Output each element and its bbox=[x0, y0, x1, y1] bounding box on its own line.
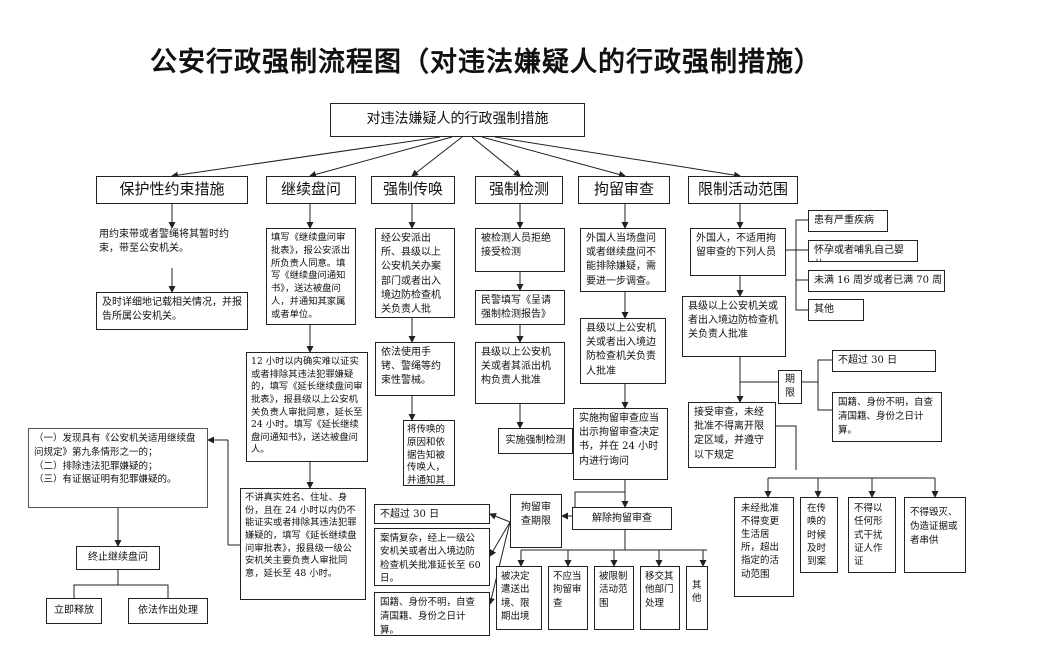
termination-conditions: （一）发现具有《公安机关适用继续盘问规定》第九条情形之一的； （二）排除违法犯罪… bbox=[28, 428, 208, 508]
restriction-step-1: 外国人，不适用拘留审查的下列人员 bbox=[690, 228, 786, 276]
rule-no-evidence-tampering: 不得毁灭、伪造证据或者串供 bbox=[904, 497, 966, 573]
questioning-step-2: 12 小时以内确实难以证实或者排除其违法犯罪嫌疑的，填写《延长继续盘问审批表》，… bbox=[246, 352, 368, 462]
rule-attend-summons: 在传唤的时候及时到案 bbox=[800, 497, 838, 573]
root-node: 对违法嫌疑人的行政强制措施 bbox=[330, 103, 585, 137]
detention-step-1: 外国人当场盘问或者继续盘问不能排除嫌疑，需要进一步调查。 bbox=[580, 228, 666, 292]
restriction-period: 期限 bbox=[778, 370, 802, 404]
restriction-limit-30: 不超过 30 日 bbox=[832, 350, 936, 372]
detention-complex-case: 案情复杂，经上一级公安机关或者出入境边防检查机关批准延长至 60 日。 bbox=[374, 528, 490, 586]
testing-step-1: 被检测人员拒绝接受检测 bbox=[475, 228, 565, 272]
outcome-restricted: 被限制活动范围 bbox=[594, 566, 634, 630]
testing-step-3: 县级以上公安机关或者其派出机构负责人批准 bbox=[475, 342, 565, 404]
outcome-other: 其他 bbox=[686, 566, 708, 630]
outcome-not-detain: 不应当拘留审查 bbox=[548, 566, 588, 630]
detention-period: 拘留审查期限 bbox=[510, 494, 562, 548]
terminate-questioning: 终止继续盘问 bbox=[76, 546, 160, 570]
testing-step-4: 实施强制检测 bbox=[498, 428, 573, 454]
summons-step-2: 依法使用手铐、警绳等约束性警械。 bbox=[375, 342, 455, 396]
questioning-step-3: 不讲真实姓名、住址、身份，且在 24 小时以内仍不能证实或者排除其违法犯罪嫌疑的… bbox=[240, 488, 366, 600]
rule-no-witness-interference: 不得以任何形式干扰证人作证 bbox=[848, 497, 896, 573]
category-compulsory-summons: 强制传唤 bbox=[371, 176, 455, 204]
detention-nationality: 国籍、身份不明，自查清国籍、身份之日计算。 bbox=[374, 592, 490, 636]
restriction-step-3: 接受审查，未经批准不得离开限定区域，并遵守以下规定 bbox=[688, 402, 776, 468]
category-protective-restraint: 保护性约束措施 bbox=[96, 176, 248, 204]
questioning-step-1: 填写《继续盘问审批表》，报公安派出所负责人同意。填写《继续盘问通知书》，送达被盘… bbox=[266, 228, 356, 325]
detention-step-2: 县级以上公安机关或者出入境边防检查机关负责人批准 bbox=[580, 318, 666, 384]
outcome-deported: 被决定遣送出境、限期出境 bbox=[496, 566, 542, 630]
handle-by-law: 依法作出处理 bbox=[128, 598, 208, 624]
condition-other: 其他 bbox=[808, 299, 864, 321]
condition-age: 未满 16 周岁或者已满 70 周 bbox=[808, 270, 945, 292]
category-restricted-movement: 限制活动范围 bbox=[688, 176, 798, 204]
summons-step-3: 将传唤的原因和依据告知被传唤人，并通知其家属。 bbox=[403, 420, 455, 486]
rule-no-relocation: 未经批准不得变更生活居所，超出指定的活动范围 bbox=[734, 497, 794, 597]
testing-step-2: 民警填写《呈请强制检测报告》 bbox=[475, 290, 565, 325]
category-compulsory-testing: 强制检测 bbox=[475, 176, 563, 204]
outcome-transferred: 移交其他部门处理 bbox=[640, 566, 680, 630]
release-detention: 解除拘留审查 bbox=[572, 507, 672, 530]
category-continued-questioning: 继续盘问 bbox=[266, 176, 356, 204]
condition-serious-illness: 患有严重疾病 bbox=[808, 210, 888, 232]
restraint-step-2: 及时详细地记载相关情况，并报告所属公安机关。 bbox=[96, 292, 248, 330]
detention-step-3: 实施拘留审查应当出示拘留审查决定书，并在 24 小时内进行询问 bbox=[573, 408, 668, 480]
restriction-step-2: 县级以上公安机关或者出入境边防检查机关负责人批准 bbox=[682, 296, 786, 357]
category-detention-review: 拘留审查 bbox=[578, 176, 670, 204]
page-title: 公安行政强制流程图（对违法嫌疑人的行政强制措施） bbox=[150, 47, 822, 78]
restriction-nationality: 国籍、身份不明，自查清国籍、身份之日计算。 bbox=[832, 392, 942, 442]
release-immediately: 立即释放 bbox=[46, 598, 102, 624]
restraint-step-1: 用约束带或者警绳将其暂时约束，带至公安机关。 bbox=[96, 228, 248, 268]
summons-step-1: 经公安派出所、县级以上公安机关办案部门或者出入境边防检查机关负责人批准。 bbox=[375, 228, 455, 318]
detention-limit-30: 不超过 30 日 bbox=[374, 504, 490, 524]
condition-pregnant: 怀孕或者哺乳自己婴儿 bbox=[808, 240, 918, 262]
